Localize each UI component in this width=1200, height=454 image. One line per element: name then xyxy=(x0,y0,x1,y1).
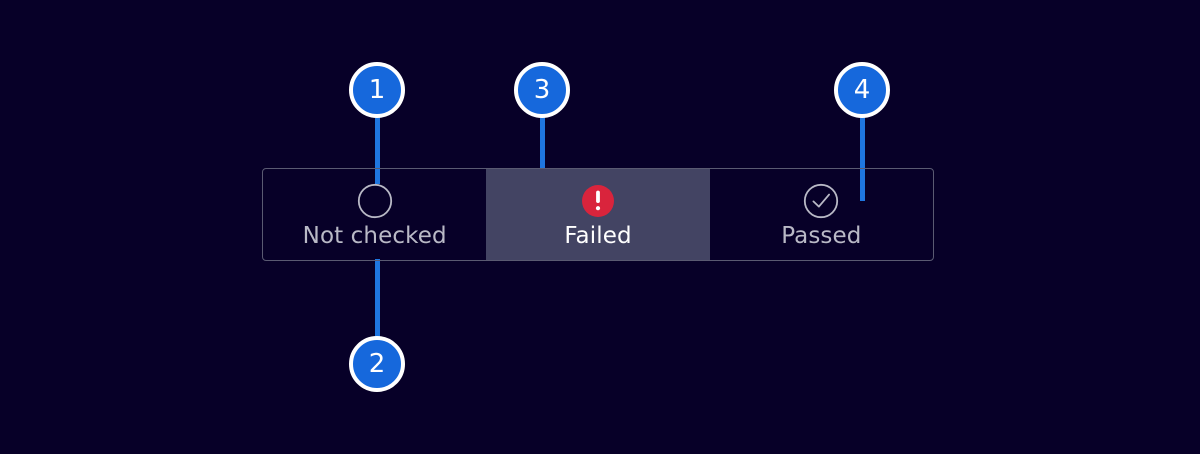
callout-badge-4-number: 4 xyxy=(853,75,871,105)
status-segment-failed[interactable]: Failed xyxy=(486,169,710,260)
status-segment-label-not-checked: Not checked xyxy=(302,222,447,249)
callout-badge-2-number: 2 xyxy=(368,349,386,379)
callout-badge-3[interactable]: 3 xyxy=(514,62,570,118)
callout-badge-1[interactable]: 1 xyxy=(349,62,405,118)
leader-line-1 xyxy=(375,110,380,184)
leader-line-2 xyxy=(375,259,380,337)
check-circle-icon xyxy=(804,183,839,218)
status-segment-label-failed: Failed xyxy=(564,222,632,249)
status-segment-passed[interactable]: Passed xyxy=(710,169,933,260)
callout-badge-1-number: 1 xyxy=(368,75,386,105)
status-segment-not-checked[interactable]: Not checked xyxy=(263,169,486,260)
callout-badge-3-number: 3 xyxy=(533,75,551,105)
status-segmented-control[interactable]: Not checked Failed Passed xyxy=(262,168,934,261)
leader-line-4 xyxy=(860,110,865,201)
status-segment-label-passed: Passed xyxy=(781,222,862,249)
leader-line-3 xyxy=(540,110,545,205)
error-exclamation-icon xyxy=(581,184,614,217)
empty-circle-icon xyxy=(357,183,392,218)
callout-badge-2[interactable]: 2 xyxy=(349,336,405,392)
callout-badge-4[interactable]: 4 xyxy=(834,62,890,118)
